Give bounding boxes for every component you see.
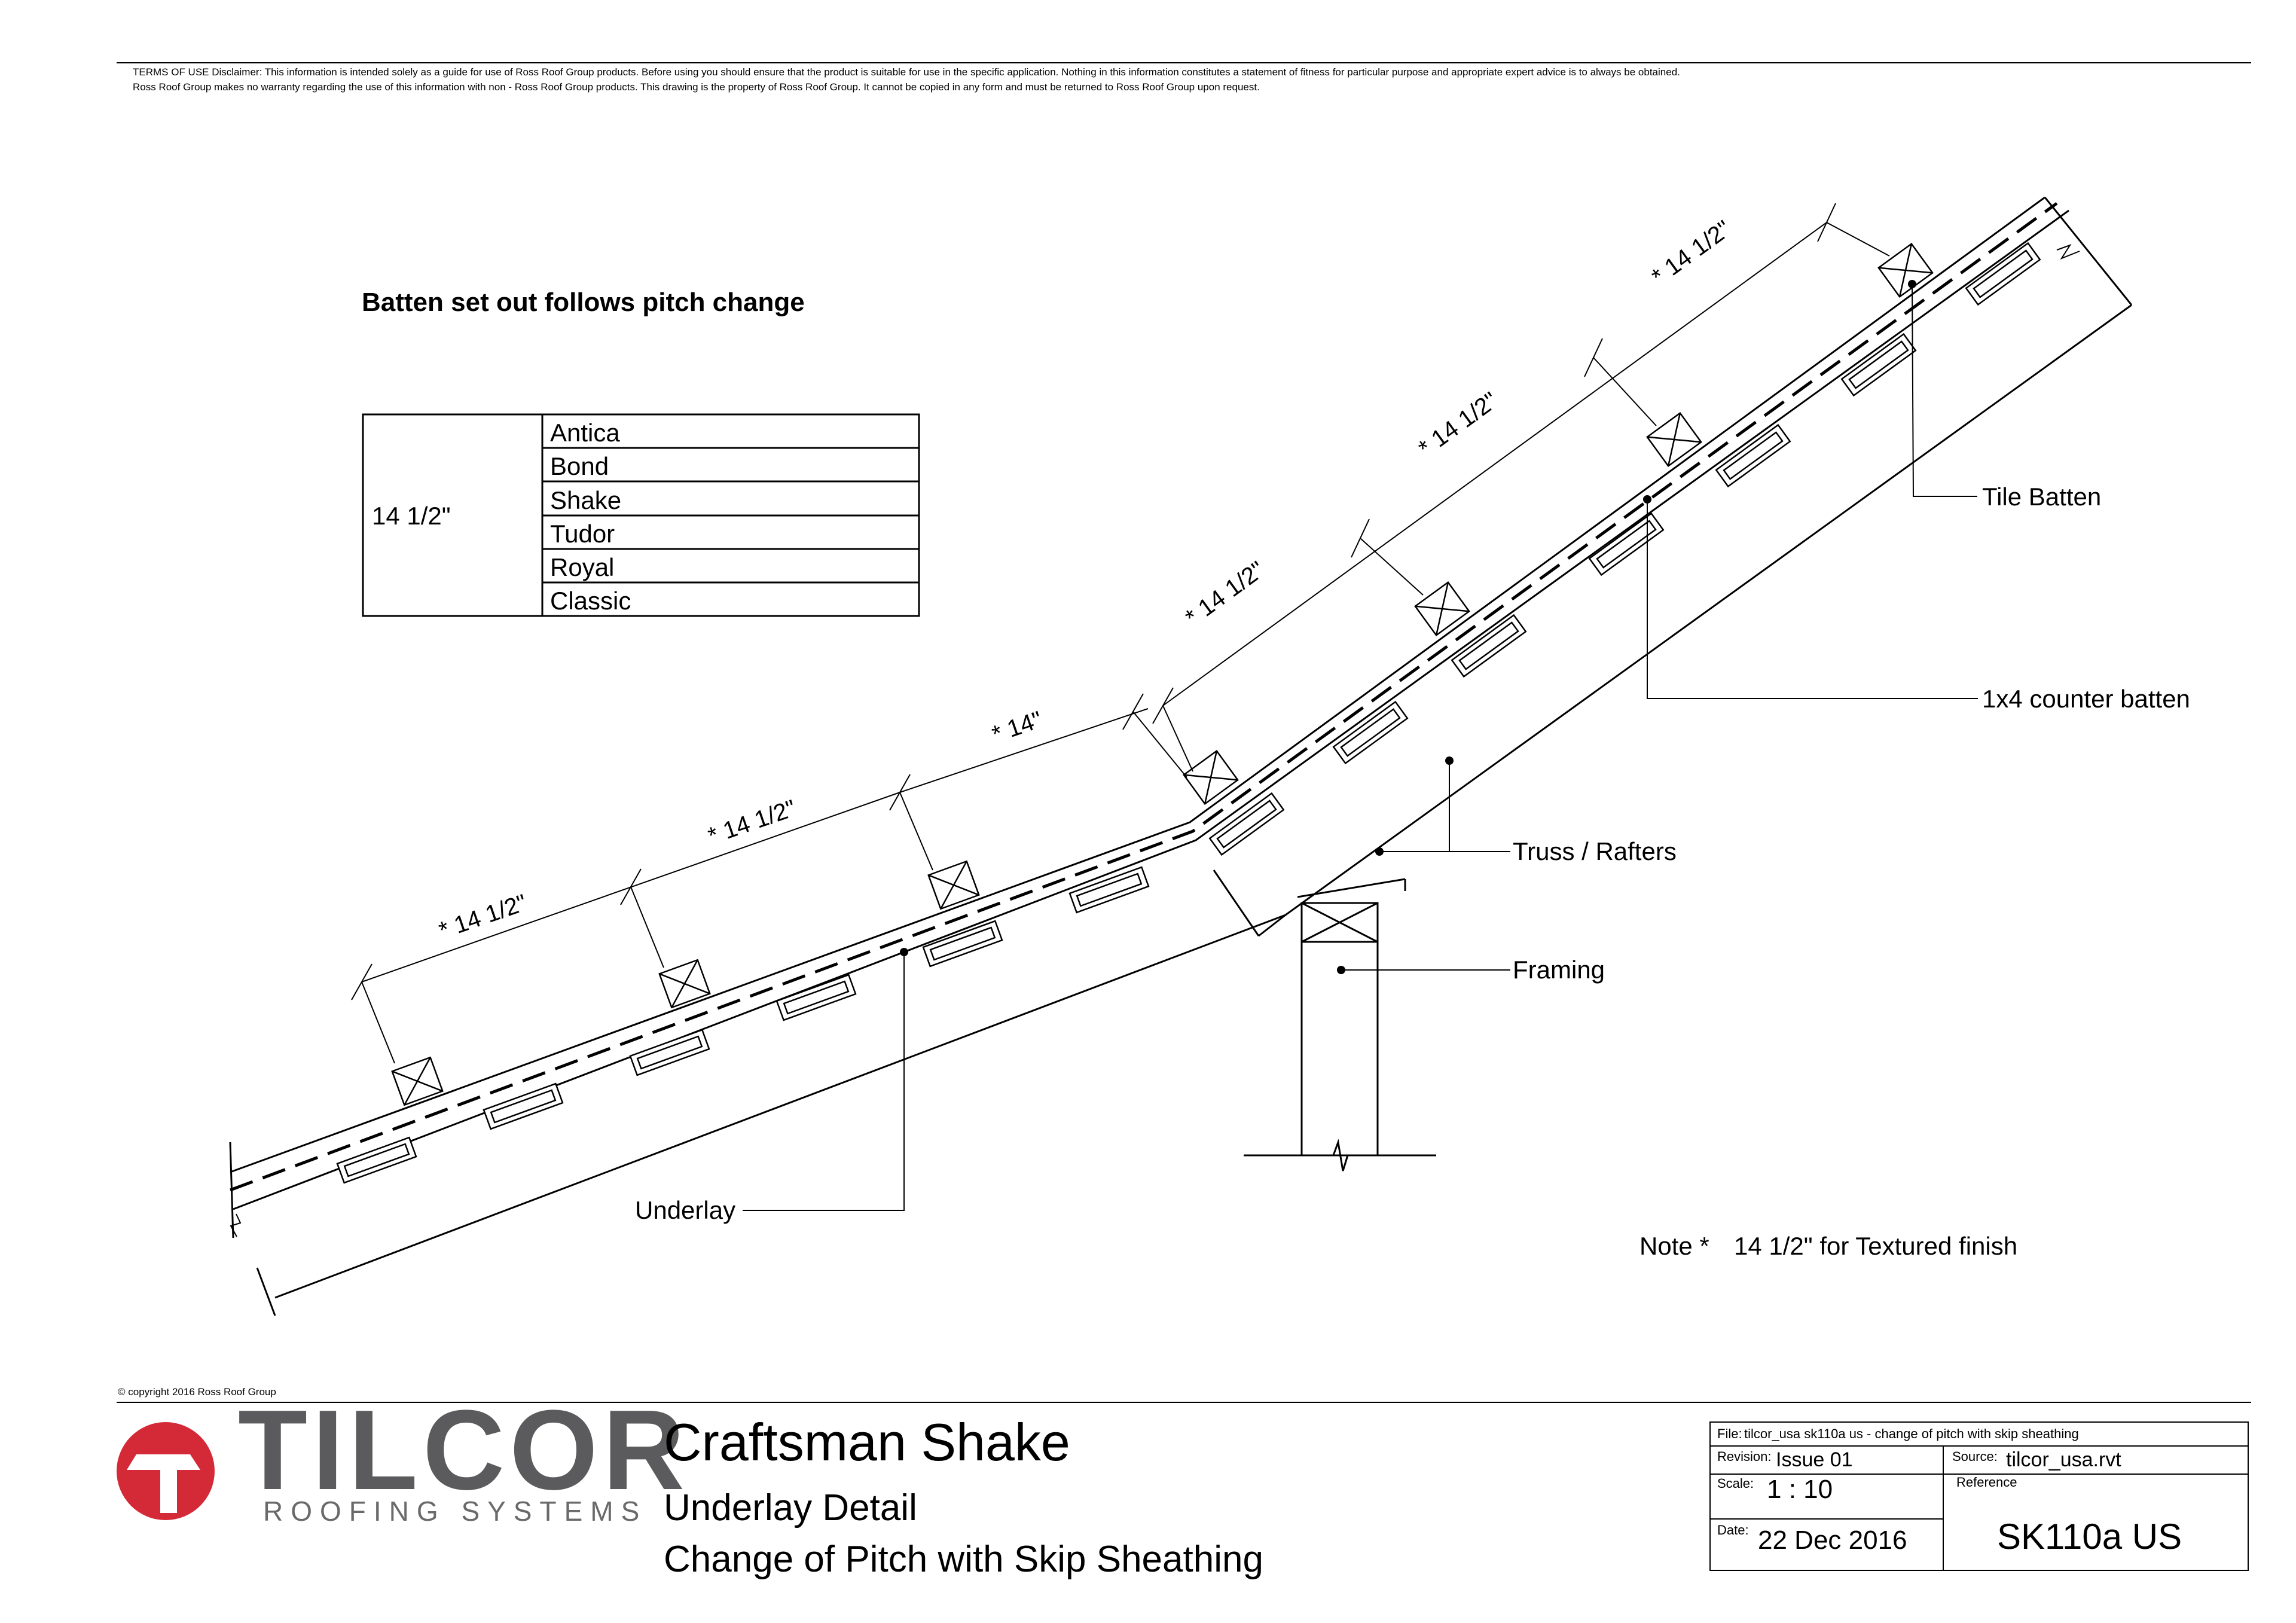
profile-antica: Antica [550, 419, 620, 447]
scale-value: 1 : 10 [1767, 1475, 1833, 1504]
logo-mark-t [127, 1454, 200, 1513]
revision-value: Issue 01 [1776, 1448, 1853, 1471]
dimension-5: * 14 1/2" [1413, 387, 1503, 462]
spacing-value: 14 1/2" [372, 502, 451, 530]
heading: Batten set out follows pitch change [362, 288, 805, 317]
label-framing: Framing [1513, 956, 1605, 984]
profile-bond: Bond [550, 452, 609, 480]
logo-wordmark: TILCOR [238, 1387, 689, 1514]
source-value: tilcor_usa.rvt [2006, 1448, 2121, 1471]
title-line-3: Change of Pitch with Skip Sheathing [664, 1539, 1263, 1580]
tile-battens [391, 242, 1934, 1106]
profile-shake: Shake [550, 486, 621, 514]
reference-label: Reference [1956, 1475, 2017, 1490]
note-prefix: Note * [1639, 1232, 1709, 1260]
dimension-3: * 14" [989, 706, 1046, 748]
framing-post [1244, 902, 1436, 1172]
disclaimer-line-2: Ross Roof Group makes no warranty regard… [133, 81, 1260, 93]
profile-royal: Royal [550, 553, 614, 581]
label-tile-batten: Tile Batten [1982, 483, 2101, 511]
label-counter-batten: 1x4 counter batten [1982, 685, 2190, 713]
revision-label: Revision: [1717, 1449, 1771, 1464]
copyright: © copyright 2016 Ross Roof Group [118, 1386, 276, 1398]
source-label: Source: [1952, 1449, 1998, 1464]
profile-classic: Classic [550, 587, 631, 615]
label-underlay: Underlay [635, 1196, 735, 1224]
spacing-table [362, 413, 920, 617]
note-text: 14 1/2" for Textured finish [1734, 1232, 2017, 1260]
date-value: 22 Dec 2016 [1758, 1526, 1907, 1555]
leader-dots [900, 280, 1916, 974]
reference-value: SK110a US [1997, 1517, 2182, 1557]
tilcor-logo: TILCOR ROOFING SYSTEMS [117, 1387, 689, 1527]
underlay-line [230, 202, 2058, 1192]
dimension-1: * 14 1/2" [436, 889, 530, 944]
logo-tagline: ROOFING SYSTEMS [263, 1496, 647, 1527]
title-line-1: Craftsman Shake [664, 1413, 1070, 1472]
dimension-6: * 14 1/2" [1647, 215, 1736, 290]
profile-tudor: Tudor [550, 520, 615, 548]
dimension-2: * 14 1/2" [705, 795, 799, 849]
dimension-4: * 14 1/2" [1180, 556, 1269, 631]
dimension-lines [351, 203, 1890, 1064]
roof-structure [229, 196, 2133, 1316]
break-marks [230, 244, 2080, 1237]
file-label: File: [1717, 1426, 1742, 1441]
label-truss: Truss / Rafters [1513, 837, 1677, 865]
scale-label: Scale: [1717, 1476, 1754, 1491]
title-block [1709, 1421, 2249, 1571]
counter-battens [336, 242, 2041, 1184]
file-value: tilcor_usa sk110a us - change of pitch w… [1744, 1426, 2079, 1441]
disclaimer-line-1: TERMS OF USE Disclaimer: This informatio… [133, 66, 1680, 78]
leader-lines [743, 283, 1978, 1211]
title-line-2: Underlay Detail [664, 1487, 917, 1529]
date-label: Date: [1717, 1523, 1749, 1537]
